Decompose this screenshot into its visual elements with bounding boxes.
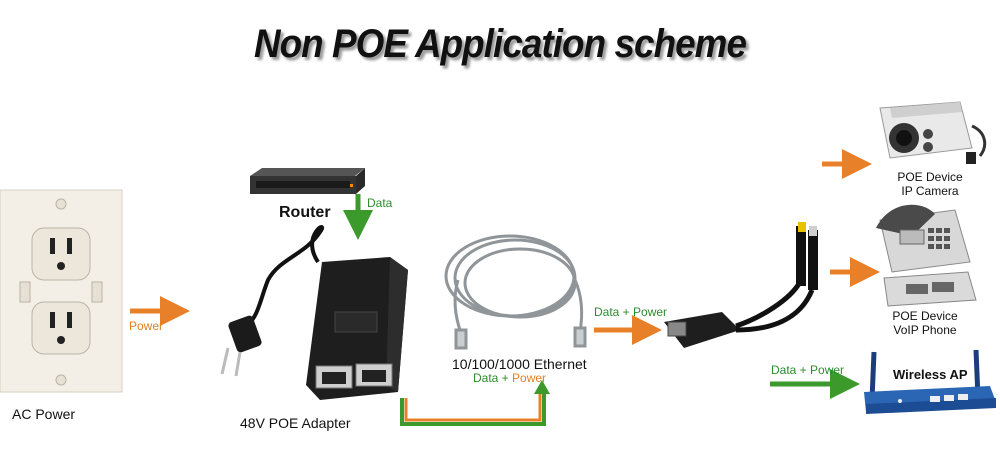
ip-camera-line1: POE Device	[897, 170, 963, 184]
ethernet-data-part: Data +	[473, 371, 513, 385]
ac-power-label: AC Power	[12, 406, 76, 422]
voip-phone-icon	[876, 204, 977, 307]
poe-adapter-icon	[306, 257, 408, 400]
voip-line1: POE Device	[892, 309, 958, 323]
ethernet-power-part: Power	[512, 371, 547, 385]
router-icon	[250, 168, 365, 194]
ip-camera-icon	[879, 101, 987, 164]
ethernet-cable-icon	[444, 234, 587, 350]
wall-outlet-icon	[0, 189, 123, 393]
voip-phone-label: POE Device VoIP Phone	[880, 309, 970, 337]
adapter-output-arrow	[400, 380, 550, 426]
power-arrow-label: Power	[129, 319, 164, 333]
page-title: Non POE Application scheme	[253, 22, 747, 66]
data-arrow-label: Data	[367, 196, 393, 210]
ethernet-label: 10/100/1000 Ethernet	[452, 356, 587, 372]
poe-splitter-icon	[664, 222, 818, 348]
ip-camera-label: POE Device IP Camera	[885, 170, 975, 198]
splitter-data-power-label: Data + Power	[594, 305, 668, 319]
power-plug-icon	[220, 225, 324, 377]
ethernet-data-power-label: Data + Power	[473, 371, 546, 385]
voip-line2: VoIP Phone	[893, 323, 957, 337]
wireless-ap-label: Wireless AP	[893, 367, 968, 382]
router-label: Router	[279, 204, 331, 221]
ip-camera-line2: IP Camera	[901, 184, 959, 198]
wireless-ap-icon	[864, 349, 996, 414]
ap-data-power-label: Data + Power	[771, 363, 845, 377]
adapter-label: 48V POE Adapter	[240, 415, 351, 431]
